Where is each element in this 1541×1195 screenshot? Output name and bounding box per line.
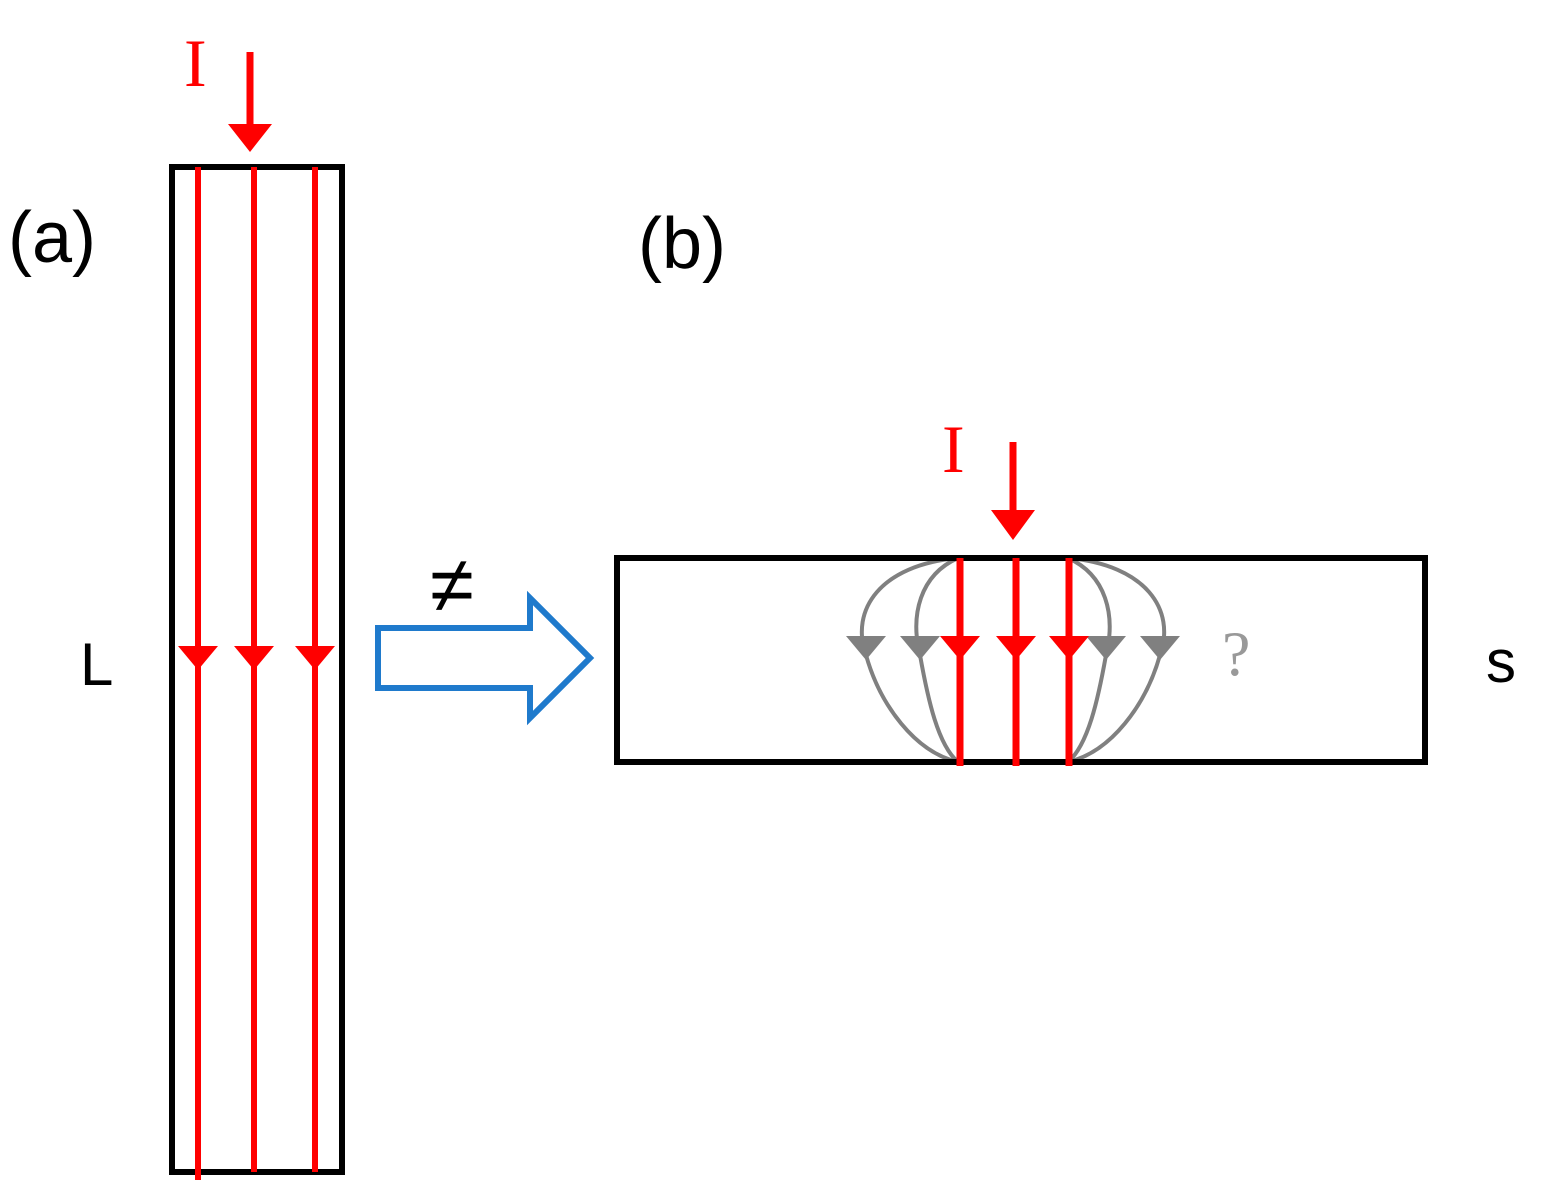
uniform-current-lines — [178, 167, 335, 1180]
spreading-path — [914, 556, 960, 764]
current-arrowhead — [178, 646, 218, 670]
spreading-arrowhead — [1140, 636, 1180, 660]
spreading-arrowheads — [846, 636, 1180, 660]
transform-arrow — [375, 590, 595, 726]
current-arrowhead — [1049, 636, 1089, 660]
spreading-path — [1067, 556, 1167, 764]
panel-a-length-label: L — [80, 631, 113, 698]
panel-b-input-arrow — [991, 442, 1035, 540]
spreading-path — [859, 556, 959, 764]
short-conductor — [614, 555, 1428, 765]
panel-a-label: (a) — [8, 198, 96, 278]
question-mark: ? — [1222, 618, 1250, 689]
short-current-lines — [940, 558, 1089, 766]
spreading-arrowhead — [846, 636, 886, 660]
spreading-arrowhead — [900, 636, 940, 660]
not-equal-symbol: ≠ — [430, 540, 474, 629]
panel-a: (a) I L — [8, 25, 345, 1180]
panel-b-current-symbol: I — [942, 411, 965, 487]
spreading-arrowhead — [1086, 636, 1126, 660]
panel-a-input-arrow — [228, 52, 272, 152]
current-arrowhead — [996, 636, 1036, 660]
current-arrowhead — [234, 646, 274, 670]
panel-b-label: (b) — [638, 204, 726, 284]
current-arrowhead — [940, 636, 980, 660]
current-arrowhead — [295, 646, 335, 670]
panel-b-length-label: s — [1486, 628, 1516, 695]
spreading-path — [1066, 556, 1112, 764]
panel-b: (b) I ? s — [614, 204, 1516, 766]
panel-a-current-symbol: I — [184, 25, 207, 101]
relation: ≠ — [375, 540, 595, 726]
